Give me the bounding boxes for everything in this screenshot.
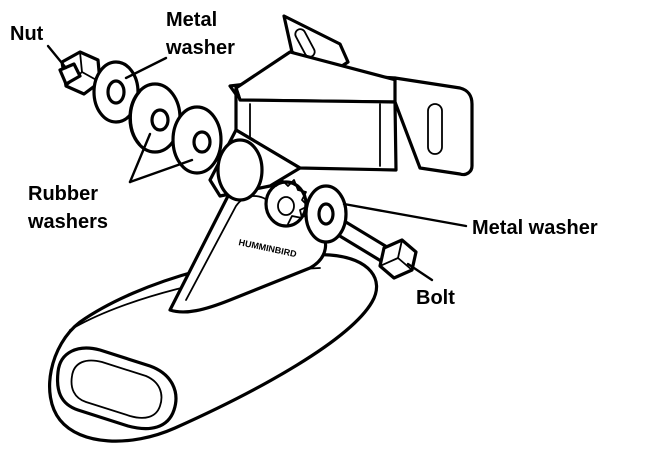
metal-washer-right xyxy=(304,184,348,244)
leader-metal-washer-top xyxy=(124,56,168,80)
bracket-slot-right xyxy=(427,103,443,155)
transducer-body xyxy=(48,252,379,443)
leader-bolt xyxy=(406,262,434,282)
leader-nut xyxy=(46,44,68,70)
label-nut: Nut xyxy=(10,23,44,45)
label-metal-washer-top-2: washer xyxy=(165,37,235,59)
label-bolt: Bolt xyxy=(416,287,455,309)
rubber-washer-2 xyxy=(171,105,223,175)
leader-metal-washer-right xyxy=(342,202,468,228)
leader-rubber-washer-b xyxy=(128,158,194,184)
leader-rubber-washer-a xyxy=(128,132,152,184)
pivot-assembly xyxy=(216,138,309,228)
label-rubber-washers-2: washers xyxy=(27,211,108,233)
label-metal-washer-top-1: Metal xyxy=(166,9,217,31)
label-metal-washer-right: Metal washer xyxy=(472,217,598,239)
label-rubber-washers-1: Rubber xyxy=(28,183,98,205)
